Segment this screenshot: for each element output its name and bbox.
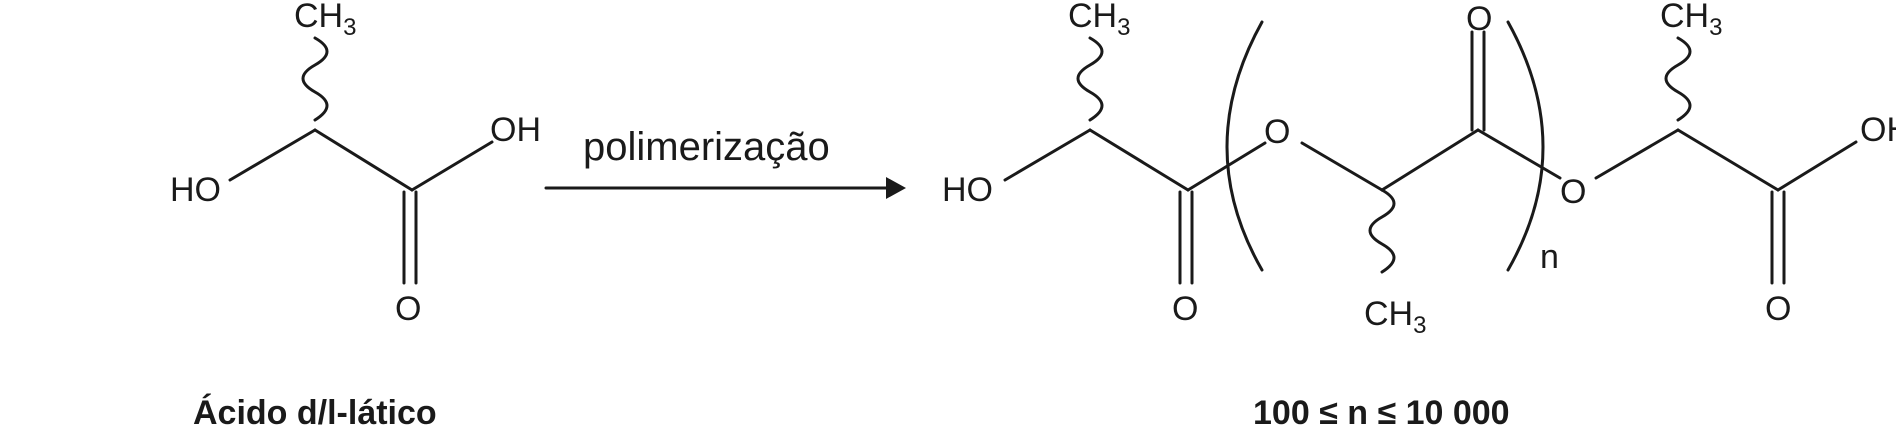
- polymer-oh-right-label: OH: [1860, 111, 1896, 149]
- reaction-label: polimerização: [583, 125, 830, 169]
- polymer-bond-ho-c: [1003, 128, 1092, 182]
- polymer-carbonyl-o-left-label: O: [1172, 290, 1198, 328]
- monomer-ch3-label: CH3: [294, 0, 356, 41]
- polymer-ho-label: HO: [942, 171, 993, 209]
- polymer-caption: 100 ≤ n ≤ 10 000: [1253, 394, 1510, 432]
- polymer-bond-o1-c: [1300, 141, 1384, 192]
- polymer-wavy-bond-right: [1664, 36, 1692, 122]
- polymer-bracket-right: [1506, 20, 1545, 272]
- polymer-wavy-bond-left: [1076, 36, 1104, 122]
- polymer-carbonyl-o-mid-label: O: [1466, 0, 1492, 38]
- monomer-bond-c-oh: [410, 140, 494, 192]
- monomer-caption: Ácido d/l-lático: [193, 394, 437, 432]
- polymer-bond-c-c-left: [1088, 128, 1190, 192]
- polymer-wavy-bond-mid: [1368, 188, 1396, 274]
- monomer-bond-c-c: [313, 128, 414, 192]
- polymer-bracket-left: [1225, 20, 1264, 272]
- monomer-ho-label: HO: [170, 171, 221, 209]
- polymer-ester-o1-label: O: [1264, 113, 1290, 151]
- polymer-carbonyl-o-right-label: O: [1765, 290, 1791, 328]
- polymer-structure: CH3 HO O O O CH3 n O CH3 OH O: [942, 0, 1896, 339]
- polymer-bond-c-c-mid: [1380, 128, 1480, 192]
- polymer-ch3-right-label: CH3: [1660, 0, 1722, 41]
- polymer-ester-o2-label: O: [1560, 173, 1586, 211]
- polymer-bond-c-oh-right: [1776, 140, 1858, 192]
- monomer-wavy-bond: [301, 36, 329, 122]
- monomer-oh-label: OH: [490, 111, 541, 149]
- polymer-bond-c-ester-o2: [1476, 128, 1562, 180]
- monomer-structure: CH3 HO OH O: [170, 0, 541, 328]
- monomer-carbonyl-o-label: O: [395, 290, 421, 328]
- monomer-bond-ho-c: [228, 128, 317, 182]
- polymer-bond-c-c-right: [1676, 128, 1780, 192]
- polymer-ch3-left-label: CH3: [1068, 0, 1130, 41]
- reaction-arrow-group: polimerização: [544, 125, 906, 199]
- polymer-repeat-n-label: n: [1540, 238, 1559, 276]
- reaction-arrow-head: [886, 177, 906, 199]
- polymer-ch3-mid-label: CH3: [1364, 295, 1426, 339]
- polymer-bond-o2-c: [1594, 128, 1680, 180]
